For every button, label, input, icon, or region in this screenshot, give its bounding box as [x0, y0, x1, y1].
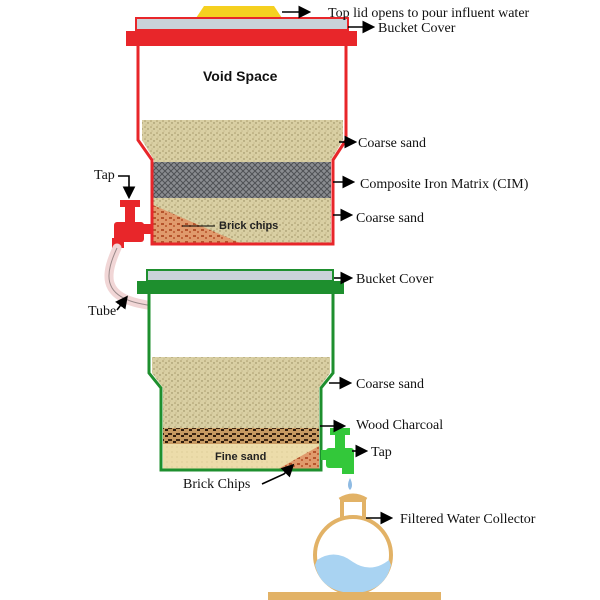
label-void-space: Void Space [203, 68, 278, 84]
bottom-bucket-cover [146, 269, 334, 282]
top-tap[interactable] [112, 200, 153, 248]
label-coarse-sand-2: Coarse sand [356, 211, 424, 226]
label-coarse-sand-1: Coarse sand [358, 136, 426, 151]
collector-stand [268, 592, 441, 600]
top-bucket-rim [126, 31, 357, 46]
label-bucket-cover-bottom: Bucket Cover [356, 272, 434, 287]
label-tube: Tube [88, 304, 116, 319]
bottom-tap[interactable] [321, 428, 354, 474]
label-collector: Filtered Water Collector [400, 512, 536, 527]
top-bucket-cover [135, 17, 349, 31]
label-bucket-cover-top: Bucket Cover [378, 21, 456, 36]
top-bucket [112, 6, 357, 248]
label-coarse-sand-3: Coarse sand [356, 377, 424, 392]
label-cim: Composite Iron Matrix (CIM) [360, 177, 529, 192]
label-brick-chips-top: Brick chips [219, 220, 278, 232]
label-wood-charcoal: Wood Charcoal [356, 418, 443, 433]
label-tap-bottom: Tap [371, 445, 392, 460]
bottom-bucket-rim [137, 281, 344, 294]
top-lid[interactable] [196, 6, 282, 18]
label-brick-chips-bottom: Brick Chips [183, 477, 250, 492]
bottom-bucket-outline [147, 294, 335, 472]
label-top-lid: Top lid opens to pour influent water [328, 6, 530, 21]
label-tap-top: Tap [94, 168, 115, 183]
bottom-brick-chips [278, 446, 319, 469]
filtered-water-collector [268, 493, 441, 600]
top-brick-chips [153, 205, 240, 243]
top-bucket-outline [136, 46, 348, 246]
top-coarse-sand-1 [142, 120, 343, 162]
label-fine-sand: Fine sand [215, 451, 266, 463]
bottom-bucket [137, 269, 354, 474]
annotations: Top lid opens to pour influent water Buc… [88, 5, 536, 527]
top-cim-layer [153, 162, 331, 198]
bottom-coarse-sand [152, 357, 330, 428]
bottom-wood-charcoal [163, 428, 319, 444]
